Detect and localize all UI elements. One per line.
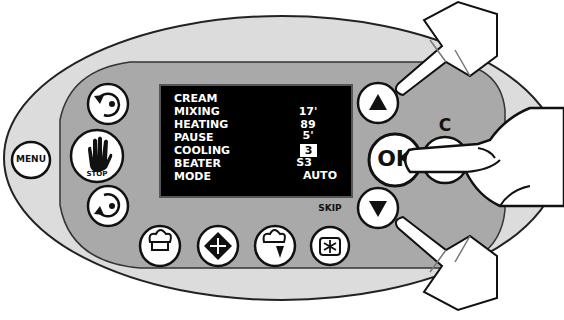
ok-button: OK — [368, 133, 422, 187]
button-label: MENU — [11, 154, 51, 165]
pointing-hand — [405, 108, 564, 206]
rotate-button — [88, 186, 128, 226]
parameter-name: MIXING — [174, 106, 274, 118]
parameter-value: S3 — [286, 157, 322, 169]
pointing-hand — [396, 2, 497, 95]
stop-button: STOP — [70, 128, 124, 184]
button-field — [60, 62, 505, 268]
parameter-value: 5' — [290, 130, 326, 142]
program-button — [255, 226, 295, 266]
cancel-button: C — [420, 116, 470, 186]
button-circle — [71, 130, 123, 182]
up-button — [358, 83, 398, 123]
button-label: C — [420, 116, 470, 134]
parameter-name: BEATER — [174, 158, 274, 170]
parameter-name: COOLING — [174, 145, 274, 157]
pointing-hand — [396, 217, 497, 310]
button-label: OK — [368, 146, 422, 172]
button-circle — [369, 134, 421, 186]
button-label: STOP — [70, 170, 124, 178]
parameter-name: CREAM — [174, 93, 274, 105]
skip-button: SKIP — [308, 203, 352, 267]
button-label: SKIP — [308, 203, 352, 214]
menu-button: MENU — [11, 141, 51, 179]
hand-icon — [88, 137, 112, 173]
program-button — [198, 226, 238, 266]
parameter-value: 3 — [300, 144, 317, 157]
parameter-name: MODE — [174, 171, 274, 183]
rotate-button — [88, 84, 128, 124]
lcd-display: CREAMMIXING17'HEATING89PAUSE5'COOLING3BE… — [160, 85, 352, 197]
button-circle — [12, 142, 50, 178]
parameter-value: AUTO — [302, 170, 338, 182]
snowflake-icon — [324, 240, 336, 253]
bowl-icon — [320, 238, 340, 255]
parameter-name: PAUSE — [174, 132, 274, 144]
program-button — [140, 226, 180, 266]
button-circle — [311, 227, 349, 265]
parameter-value: 17' — [290, 106, 326, 118]
parameter-name: HEATING — [174, 119, 274, 131]
screen-frame — [160, 85, 352, 197]
down-button — [358, 188, 398, 228]
panel-outline — [4, 16, 560, 300]
button-circle — [422, 137, 468, 183]
